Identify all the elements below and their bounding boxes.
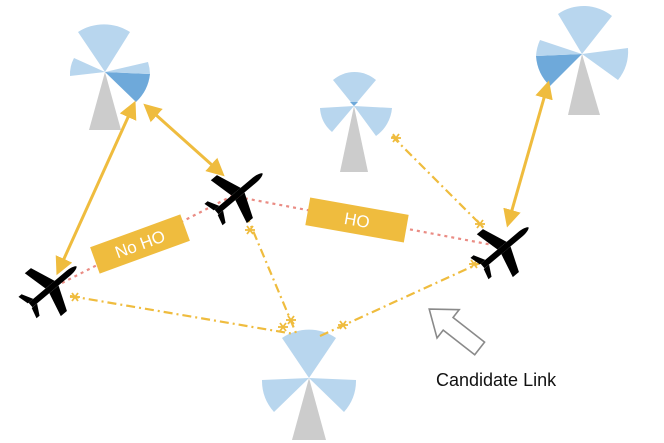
aircraft-icon	[18, 266, 77, 319]
antenna-sector	[261, 378, 309, 412]
ground-station-top-middle	[320, 72, 392, 172]
active-link	[503, 80, 553, 228]
antenna-sector	[309, 378, 357, 412]
candidate-link-label: Candidate Link	[436, 370, 557, 390]
antenna-sector	[333, 72, 376, 106]
antenna-sector-active	[105, 72, 150, 102]
tower-body	[340, 106, 368, 172]
antenna-sector	[320, 106, 354, 132]
antenna-sector	[536, 40, 582, 56]
aircraft-icon	[204, 173, 263, 226]
no-ho-tag: No HO	[90, 214, 190, 274]
antenna-sector	[105, 62, 150, 74]
ground-station-top-right	[536, 5, 629, 115]
candidate-link-arrow-icon	[428, 308, 486, 356]
candidate-link	[391, 135, 485, 229]
antenna-sector	[78, 24, 130, 72]
antenna-sector-active	[536, 54, 582, 86]
tower-body	[292, 378, 326, 440]
tower-body	[568, 54, 600, 115]
handover-path	[61, 195, 499, 284]
active-link	[55, 100, 137, 276]
ho-label: HO	[343, 209, 371, 232]
antenna-sector	[69, 58, 105, 76]
aircraft-icon	[470, 227, 529, 280]
ground-station-top-left	[69, 24, 150, 130]
antenna-sector	[282, 329, 336, 378]
candidate-link	[69, 294, 295, 336]
antenna-sector-active	[350, 102, 358, 106]
ho-tag: HO	[305, 197, 409, 243]
active-link	[143, 103, 225, 177]
antenna-sector	[354, 106, 392, 136]
candidate-links	[69, 135, 485, 338]
candidate-link	[244, 213, 298, 334]
antenna-sector	[558, 5, 612, 54]
candidate-link	[319, 260, 483, 338]
ground-station-bottom	[261, 329, 357, 440]
antenna-sector	[582, 48, 629, 80]
candidate-link-markers	[70, 133, 485, 332]
active-links	[55, 80, 553, 276]
